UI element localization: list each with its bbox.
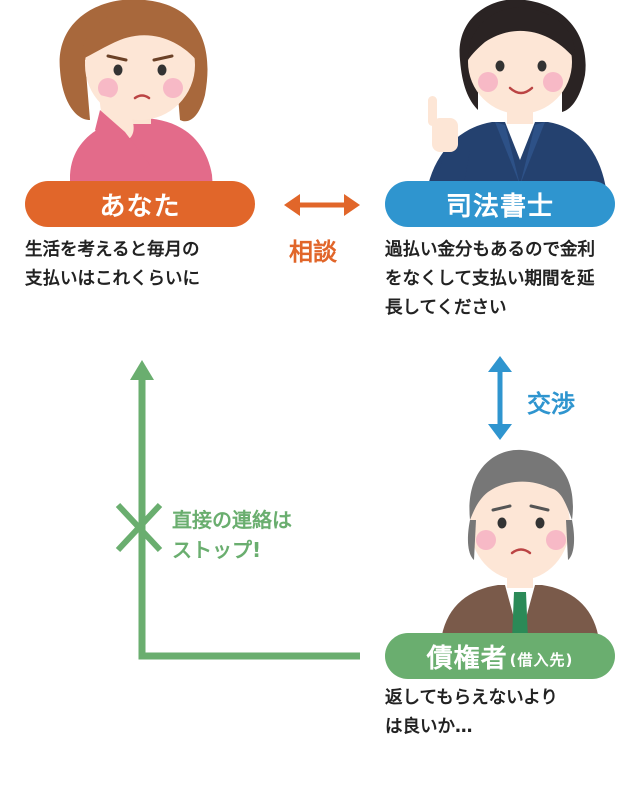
scrivener-label-text: 司法書士 xyxy=(445,191,554,222)
scrivener-message-line1: 過払い金分もあるので金利 xyxy=(385,240,595,260)
creditor-message-line2: は良いか… xyxy=(385,717,473,737)
you-message: 生活を考えると毎月の 支払いはこれくらいに xyxy=(25,236,200,294)
scrivener-label: 司法書士 xyxy=(385,181,615,227)
consult-label: 相談 xyxy=(289,238,337,266)
scrivener-message: 過払い金分もあるので金利 をなくして支払い期間を延 長してください xyxy=(385,236,595,323)
stop-label: 直接の連絡は ストップ! xyxy=(172,505,292,565)
creditor-message: 返してもらえないより は良いか… xyxy=(385,684,558,742)
stop-label-line1: 直接の連絡は xyxy=(172,508,292,532)
creditor-message-line1: 返してもらえないより xyxy=(385,688,558,708)
you-label: あなた xyxy=(25,181,255,227)
you-message-line1: 生活を考えると毎月の xyxy=(25,240,200,260)
creditor-label-sub: (借入先) xyxy=(509,650,574,669)
creditor-label-text: 債権者 xyxy=(426,643,508,674)
stop-label-line2: ストップ! xyxy=(172,538,262,562)
you-label-text: あなた xyxy=(99,191,181,222)
creditor-label: 債権者 (借入先) xyxy=(385,633,615,679)
negotiate-label: 交渉 xyxy=(527,390,575,418)
scrivener-message-line2: をなくして支払い期間を延 xyxy=(385,269,595,289)
scrivener-message-line3: 長してください xyxy=(385,298,507,318)
you-message-line2: 支払いはこれくらいに xyxy=(25,269,200,289)
